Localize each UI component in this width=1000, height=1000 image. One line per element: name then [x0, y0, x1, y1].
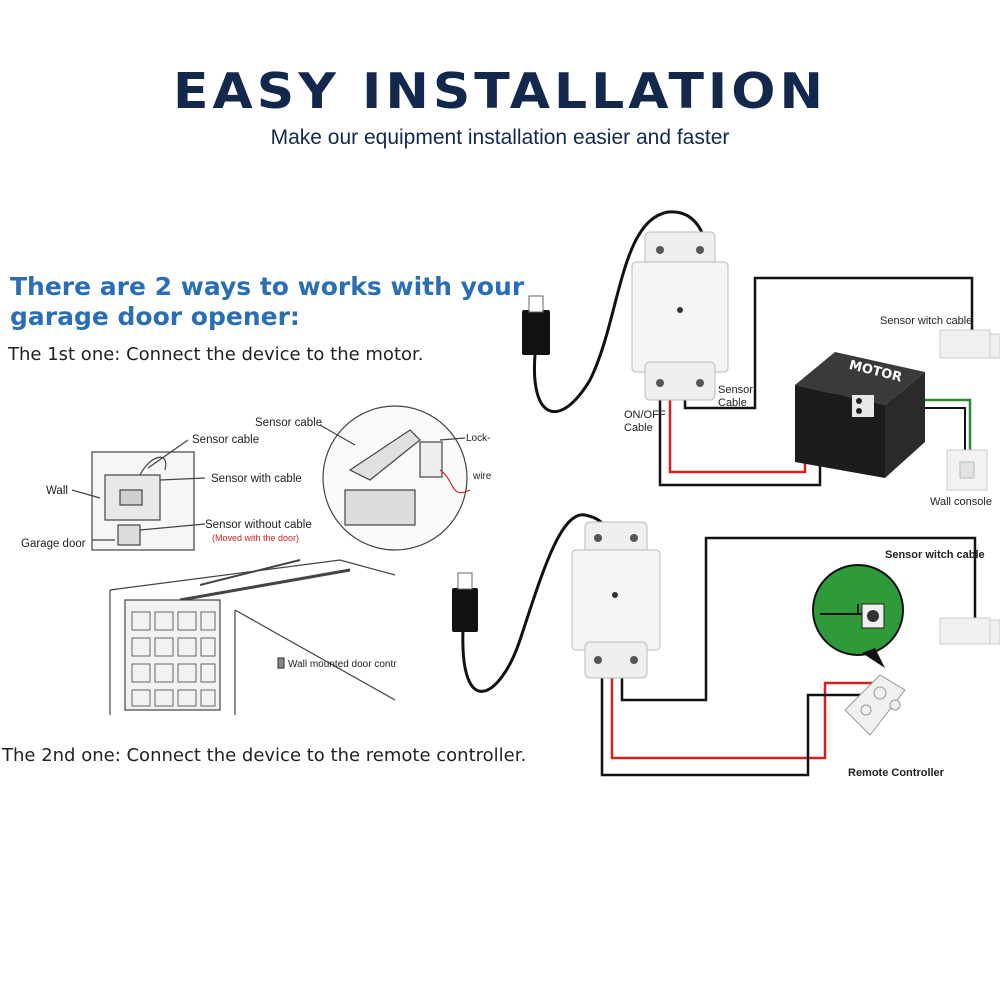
remote-diagram: Sensor witch cable Remote Controller [452, 513, 1000, 779]
label-sensor-cable-top: Sensor cable [255, 417, 322, 429]
label-moved-with-door: (Moved with the door) [212, 533, 299, 543]
usb-plug-icon [522, 310, 550, 355]
ways-heading-line1: There are 2 ways to works with your [10, 272, 525, 301]
smart-relay-device-2 [571, 521, 661, 679]
label-sensor-cable-1b: Cable [718, 397, 747, 409]
label-wall-mounted: Wall mounted door contr [288, 659, 397, 670]
garage-labels: Sensor cable Sensor cable Sensor with ca… [21, 417, 492, 670]
label-garage-door: Garage door [21, 538, 86, 550]
motor-box: MOTOR [795, 352, 925, 478]
label-wire: wire [472, 471, 492, 482]
page-title: EASY INSTALLATION [173, 63, 827, 121]
label-wall: Wall [46, 485, 68, 497]
label-sensor-with-cable: Sensor with cable [211, 473, 302, 485]
label-lock: Lock- [466, 433, 490, 444]
smart-relay-device [631, 231, 729, 401]
label-sensor-witch-cable-1: Sensor witch cable [880, 315, 972, 327]
label-sensor-witch-cable-2: Sensor witch cable [885, 549, 985, 561]
ways-heading-line2: garage door opener: [10, 302, 300, 331]
motor-diagram: MOTOR Sensor witch cable Sensor Cable ON… [522, 210, 1000, 508]
ways-heading: There are 2 ways to works with your gara… [10, 272, 550, 332]
way1-text: The 1st one: Connect the device to the m… [8, 344, 424, 365]
remote-controller-icon [844, 674, 906, 736]
label-remote-controller: Remote Controller [848, 767, 945, 779]
door-sensor-icon-2 [939, 617, 991, 645]
label-onoff-a: ON/OFF [624, 409, 666, 421]
garage-illustration [71, 405, 471, 715]
way2-text: The 2nd one: Connect the device to the r… [2, 745, 527, 766]
page-subtitle: Make our equipment installation easier a… [270, 126, 730, 149]
label-wall-console: Wall console [930, 496, 992, 508]
label-sensor-cable: Sensor cable [192, 434, 259, 446]
label-sensor-cable-1a: Sensor [718, 384, 753, 396]
label-onoff-b: Cable [624, 422, 653, 434]
door-sensor-icon [939, 329, 991, 359]
label-sensor-without-cable: Sensor without cable [205, 519, 312, 531]
usb-plug-icon-2 [452, 588, 478, 632]
